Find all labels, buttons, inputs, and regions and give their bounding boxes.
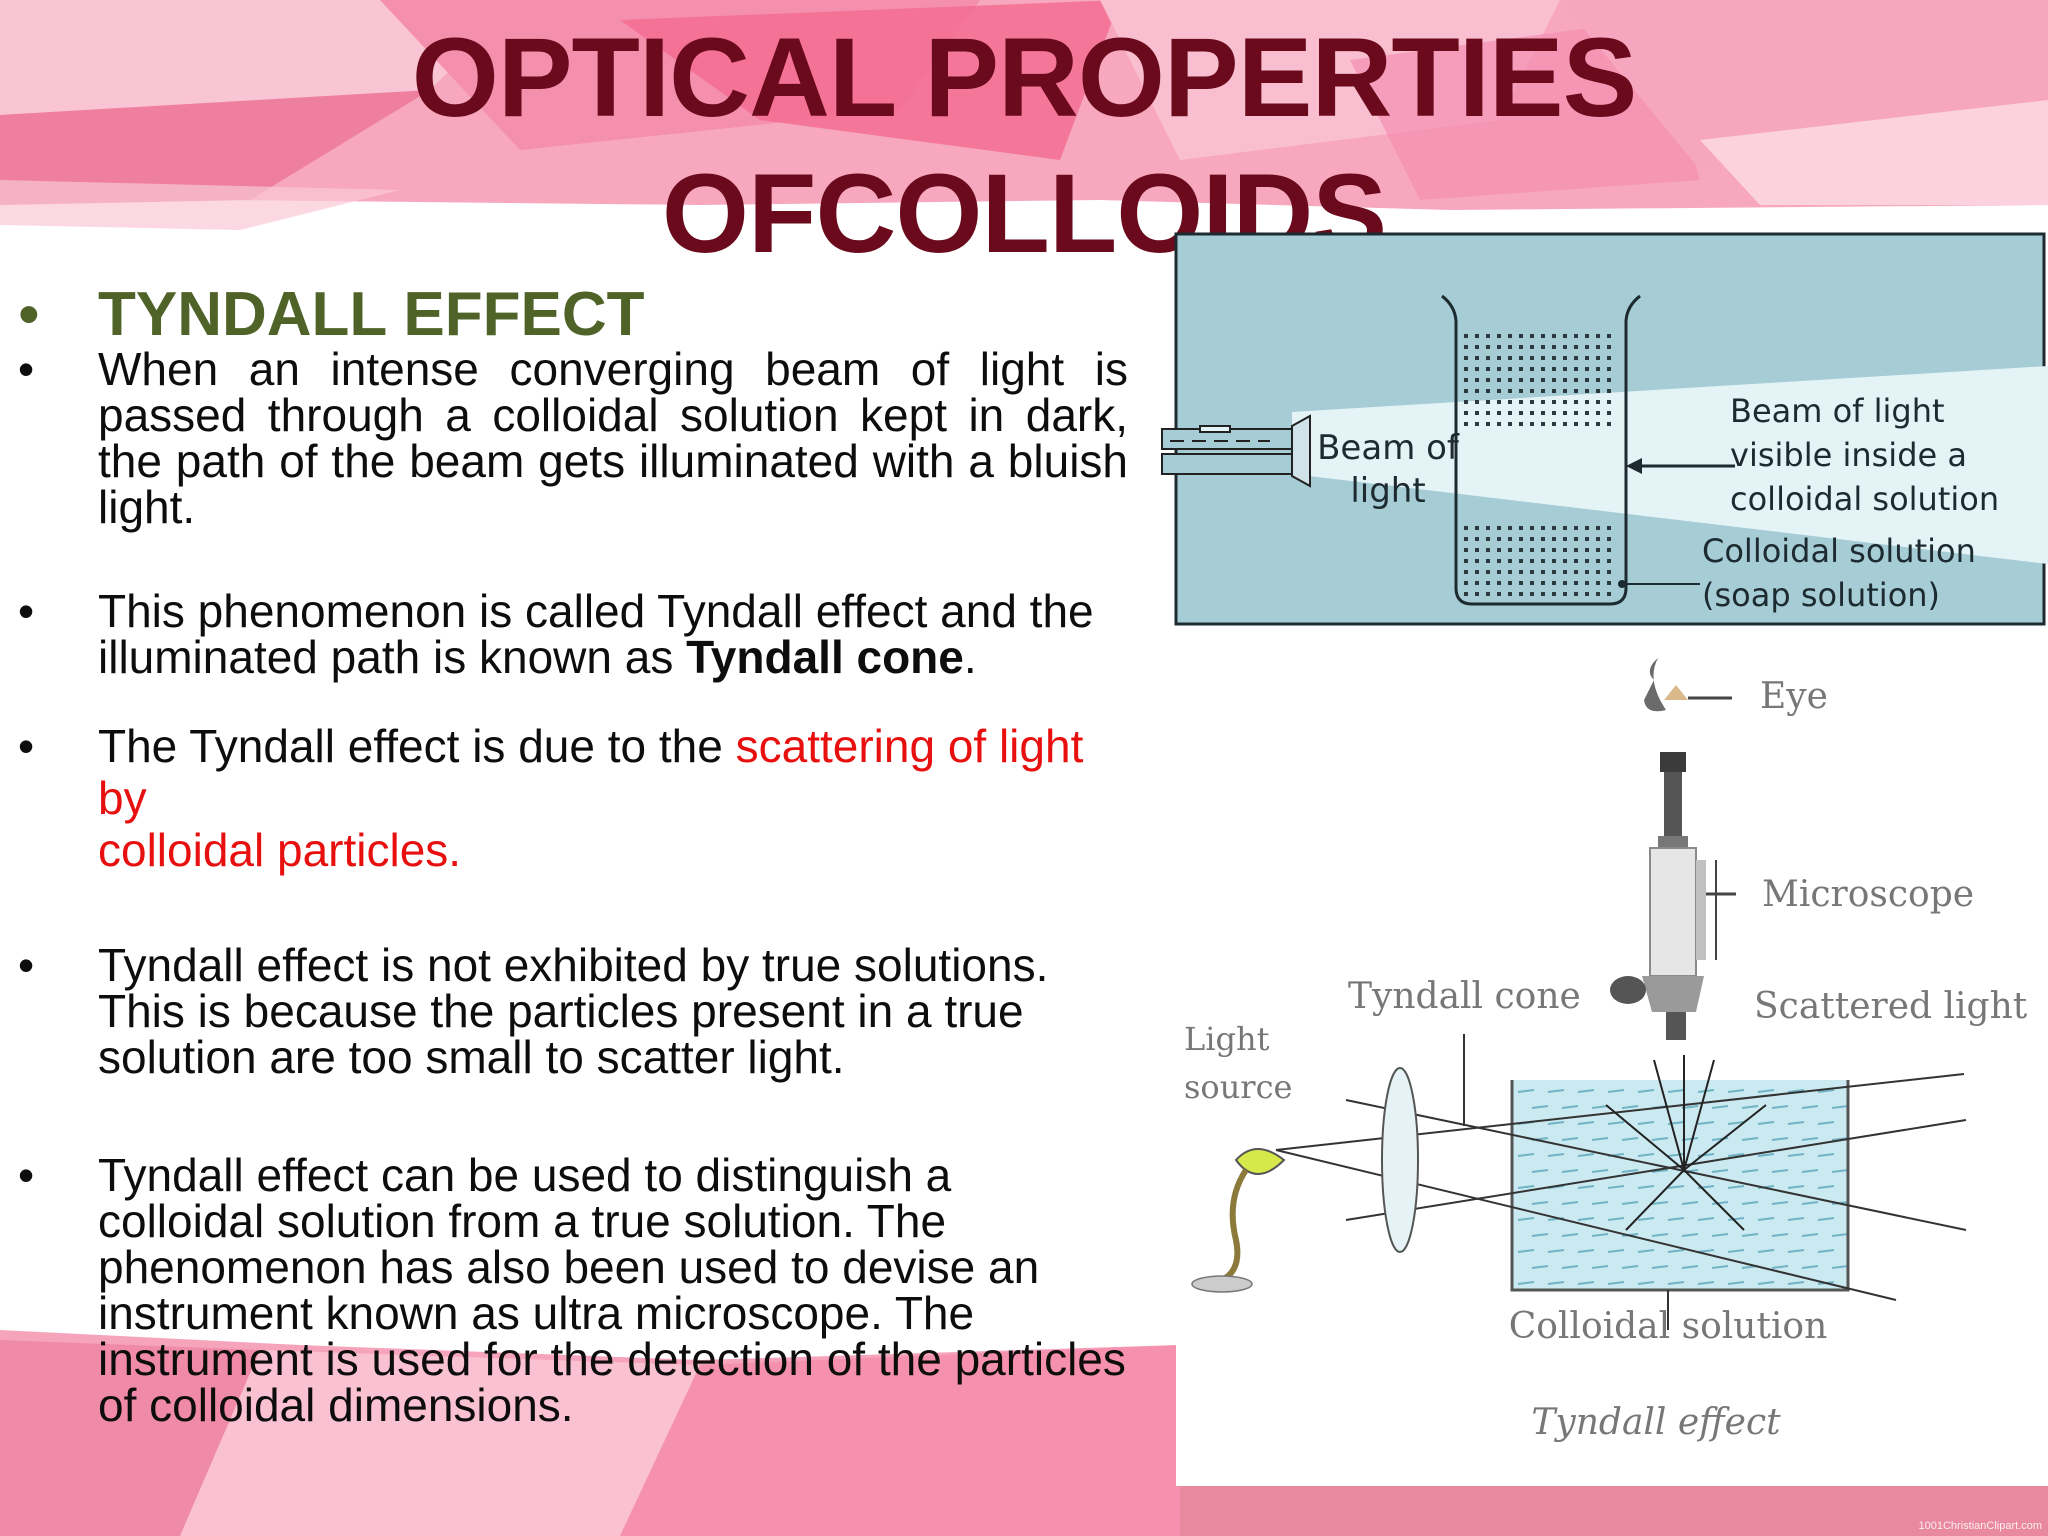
bullet-text: The Tyndall effect is due to the [98,720,736,772]
bullet-item-5: • Tyndall effect can be used to distingu… [18,1152,1128,1428]
label-colloidal-solution-2: Colloidal solution [1509,1306,1828,1347]
label-beam-visible-3: colloidal solution [1730,480,1999,518]
label-eye: Eye [1760,676,1828,717]
lens-icon [1381,1067,1419,1253]
bullet-marker: • [18,585,35,637]
tyndall-cone-term: Tyndall cone [686,631,964,683]
label-source: source [1184,1068,1292,1106]
lamp-icon [1191,1148,1286,1293]
label-tyndall-cone: Tyndall cone [1348,976,1581,1017]
bullet-marker: • [18,1149,35,1201]
bullet-text: Tyndall effect can be used to distinguis… [98,1149,1126,1431]
caption-tyndall-effect: Tyndall effect [1531,1402,1781,1443]
label-beam-visible-2: visible inside a [1730,436,1967,474]
bullet-marker: • [18,939,35,991]
label-microscope: Microscope [1762,874,1974,915]
highlight-text: scattering of light by [98,720,1084,824]
eye-icon [1644,658,1666,712]
microscope-icon [1610,752,1706,1040]
highlight-text-2: colloidal particles. [98,824,462,876]
bullet-heading: • TYNDALL EFFECT [18,282,1128,348]
bullet-text: When an intense converging beam of light… [98,343,1128,533]
tyndall-microscope-diagram: Eye Microscope Tyndall cone Scattered li… [1176,640,2048,1486]
label-light: Light [1184,1020,1270,1058]
bullet-item-4: • Tyndall effect is not exhibited by tru… [18,942,1128,1080]
bullet-item-2: • This phenomenon is called Tyndall effe… [18,588,1128,680]
bullet-marker: • [18,720,35,772]
bullet-list: • TYNDALL EFFECT • When an intense conve… [18,282,1128,1429]
label-scattered-light: Scattered light [1754,986,2028,1027]
label-light: light [1350,471,1425,511]
label-beam-visible-1: Beam of light [1730,392,1945,430]
bullet-text: Tyndall effect is not exhibited by true … [98,939,1049,1083]
heading-text: TYNDALL EFFECT [98,280,645,349]
footer-credit: 1001ChristianClipart.com [1918,1520,2043,1532]
bullet-item-3: • The Tyndall effect is due to the scatt… [18,720,1128,876]
label-soap-solution: (soap solution) [1702,576,1940,614]
bullet-text: This phenomenon is called Tyndall effect… [98,585,1094,683]
tyndall-beam-diagram: Beam of light Beam of light visible insi… [1161,232,2048,626]
bullet-marker: • [18,343,35,395]
bullet-marker: • [18,280,40,349]
label-beam-of: Beam of [1317,428,1460,468]
bullet-item-1: • When an intense converging beam of lig… [18,346,1128,530]
bullet-text-end: . [963,631,977,683]
slide-title-line-1: OPTICAL PROPERTIES [411,15,1638,140]
label-colloidal-solution: Colloidal solution [1702,532,1976,570]
